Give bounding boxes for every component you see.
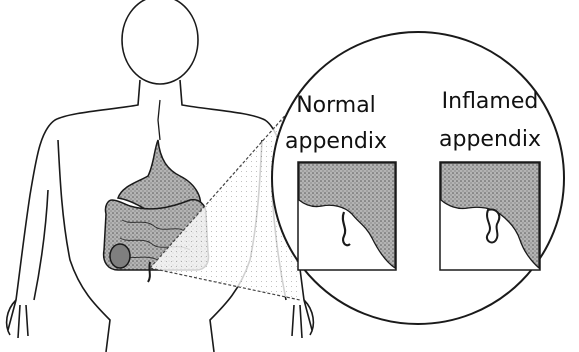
normal-appendix-panel <box>298 162 396 270</box>
esophagus <box>158 100 160 140</box>
left-hand-outline <box>7 300 28 338</box>
head-outline <box>122 0 198 84</box>
right-hand-outline <box>292 300 313 338</box>
cecum <box>110 244 130 268</box>
inflamed-appendix-label-line2: appendix <box>439 127 541 152</box>
inflamed-appendix-panel <box>440 162 540 270</box>
inflamed-appendix-label-line1: Inflamed <box>442 89 539 114</box>
normal-appendix-label-line2: appendix <box>285 129 387 154</box>
normal-appendix-label-line1: Normal <box>296 93 376 118</box>
inflamed-appendix-shape <box>487 210 499 243</box>
